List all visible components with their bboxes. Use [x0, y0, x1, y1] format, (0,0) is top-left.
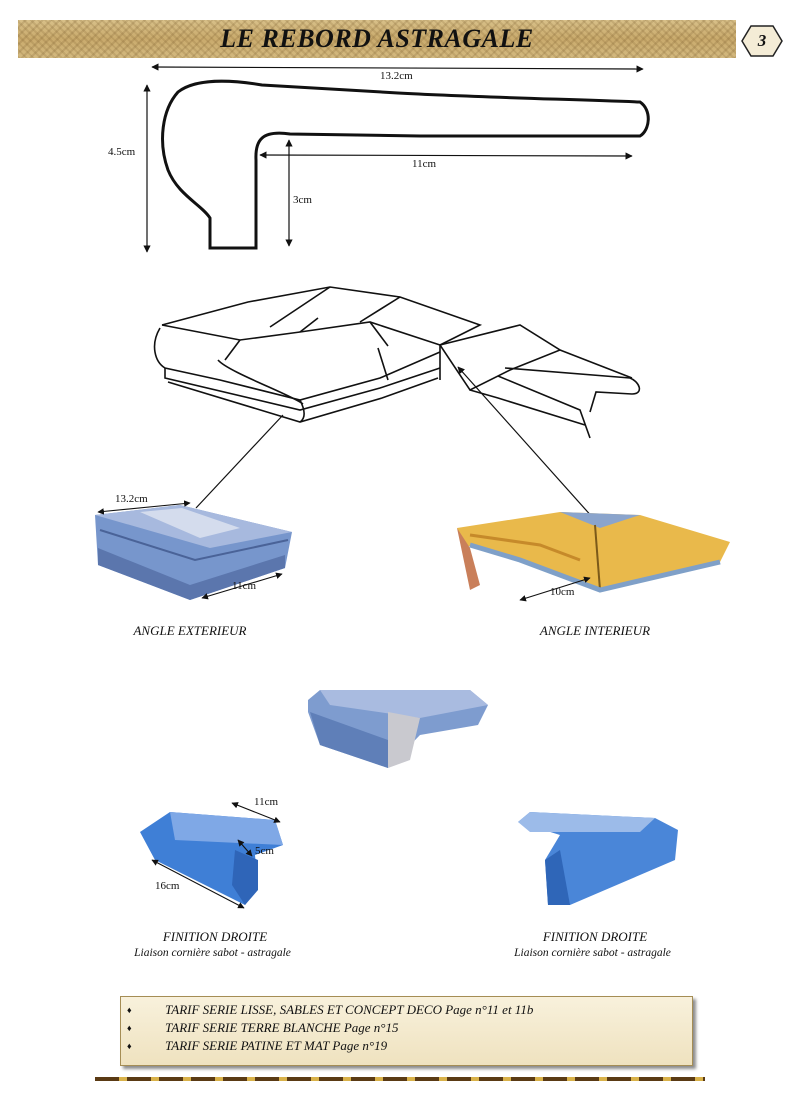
tarif-box: ♦ TARIF SERIE LISSE, SABLES ET CONCEPT D…: [120, 996, 693, 1066]
angle-exterieur-photo: [95, 500, 292, 600]
caption-angle-interieur: ANGLE INTERIEUR: [539, 623, 651, 638]
angle-interieur-photo: [457, 512, 730, 602]
diamond-bullet-icon: ♦: [127, 1023, 132, 1033]
label-total-width: 13.2cm: [380, 70, 413, 82]
profile-section-drawing: [143, 63, 650, 253]
leader-lines: [195, 366, 595, 520]
caption-finition-left-subtitle: Liaison cornière sabot - astragale: [134, 947, 291, 959]
dimension-line-inner-width: [259, 151, 633, 160]
label-inner-width: 11cm: [412, 158, 437, 170]
label-angle-int-width: 10cm: [550, 586, 575, 598]
hexagon-icon: [741, 25, 783, 57]
page-number: 3: [757, 31, 767, 50]
layout-sketch-drawing: [153, 286, 641, 439]
label-finition-mid: 5cm: [255, 845, 274, 857]
finition-droite-right-photo: [518, 812, 678, 905]
label-finition-top: 11cm: [254, 796, 279, 808]
label-height: 4.5cm: [108, 146, 136, 158]
diamond-bullet-icon: ♦: [127, 1005, 132, 1015]
header-banner: LE REBORD ASTRAGALE: [18, 20, 736, 58]
dimension-line-total-width: [151, 63, 644, 73]
label-finition-side: 16cm: [155, 880, 180, 892]
caption-finition-left-title: FINITION DROITE: [162, 929, 268, 944]
label-nose-height: 3cm: [293, 194, 312, 206]
tarif-item: ♦ TARIF SERIE PATINE ET MAT Page n°19: [127, 1037, 682, 1055]
page-number-badge: 3: [740, 24, 784, 58]
label-angle-ext-width: 13.2cm: [115, 493, 148, 505]
tarif-list: ♦ TARIF SERIE LISSE, SABLES ET CONCEPT D…: [127, 1001, 682, 1055]
label-angle-ext-depth: 11cm: [232, 580, 257, 592]
tarif-item-text: TARIF SERIE TERRE BLANCHE Page n°15: [165, 1020, 399, 1035]
finition-centre-photo: [308, 690, 488, 768]
bottom-decorative-rule: [95, 1077, 705, 1081]
tarif-item-text: TARIF SERIE PATINE ET MAT Page n°19: [165, 1038, 388, 1053]
diamond-bullet-icon: ♦: [127, 1041, 132, 1051]
page-title: LE REBORD ASTRAGALE: [220, 24, 534, 53]
finition-droite-left-photo: [140, 802, 283, 909]
tarif-item-text: TARIF SERIE LISSE, SABLES ET CONCEPT DEC…: [165, 1002, 534, 1017]
tarif-item: ♦ TARIF SERIE TERRE BLANCHE Page n°15: [127, 1019, 682, 1037]
tarif-item: ♦ TARIF SERIE LISSE, SABLES ET CONCEPT D…: [127, 1001, 682, 1019]
caption-finition-right-title: FINITION DROITE: [542, 929, 648, 944]
caption-angle-exterieur: ANGLE EXTERIEUR: [133, 623, 247, 638]
caption-finition-right-subtitle: Liaison cornière sabot - astragale: [514, 947, 671, 959]
